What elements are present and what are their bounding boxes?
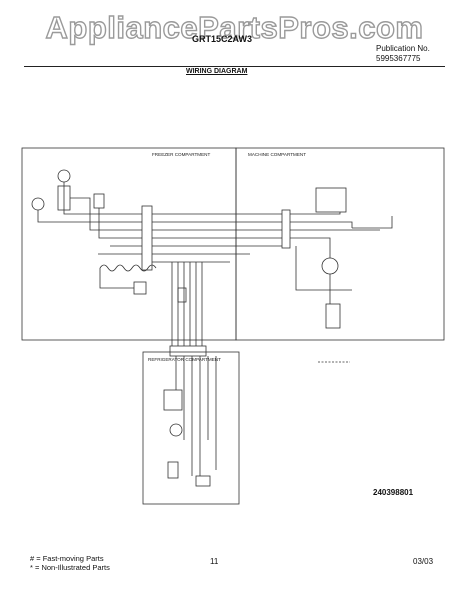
refrigerator-terminal-block xyxy=(169,345,207,357)
defrost-heater-icon xyxy=(99,264,157,272)
legend-non-illustrated: * = Non-Illustrated Parts xyxy=(30,563,110,572)
cold-control-icon xyxy=(195,475,211,487)
publication-label: Publication No. xyxy=(376,44,430,53)
freezer-compartment-label: FREEZER COMPARTMENT xyxy=(152,152,210,157)
freezer-fan-icon xyxy=(57,169,71,183)
diagram-title: WIRING DIAGRAM xyxy=(186,68,248,75)
model-number: GRT15C2AW3 xyxy=(192,34,253,44)
publication-date: 03/03 xyxy=(413,557,434,566)
publication-block: Publication No. 5995367775 xyxy=(376,44,430,64)
defrost-timer-icon xyxy=(163,389,183,411)
water-valve-machine-icon xyxy=(325,303,341,329)
freezer-terminal-block xyxy=(141,205,153,271)
page-number: 11 xyxy=(210,557,219,566)
machine-terminal-block xyxy=(281,209,291,249)
refrigerator-compartment-box xyxy=(142,351,240,505)
refrigerator-compartment-label: REFRIGERATOR COMPARTMENT xyxy=(148,357,221,362)
freezer-light-switch-icon xyxy=(177,287,187,303)
header-rule xyxy=(24,66,445,67)
freezer-light-icon xyxy=(31,197,45,211)
machine-compartment-label: MACHINE COMPARTMENT xyxy=(248,152,306,157)
refrigerator-light-icon xyxy=(169,423,183,437)
defrost-thermostat-icon xyxy=(133,281,147,295)
refrigerator-light-switch-icon xyxy=(167,461,179,479)
ice-maker-plug-icon xyxy=(93,193,105,209)
freezer-compartment-box xyxy=(21,147,237,341)
legend-fast-moving: # = Fast-moving Parts xyxy=(30,554,104,563)
condenser-fan-icon xyxy=(321,257,339,275)
machine-compartment-box xyxy=(235,147,445,341)
watermark-logo: AppliancePartsPros.com xyxy=(45,9,424,45)
publication-number: 5995367775 xyxy=(376,54,421,63)
compressor-icon xyxy=(315,187,347,213)
diagram-part-number: 240398801 xyxy=(373,488,414,497)
